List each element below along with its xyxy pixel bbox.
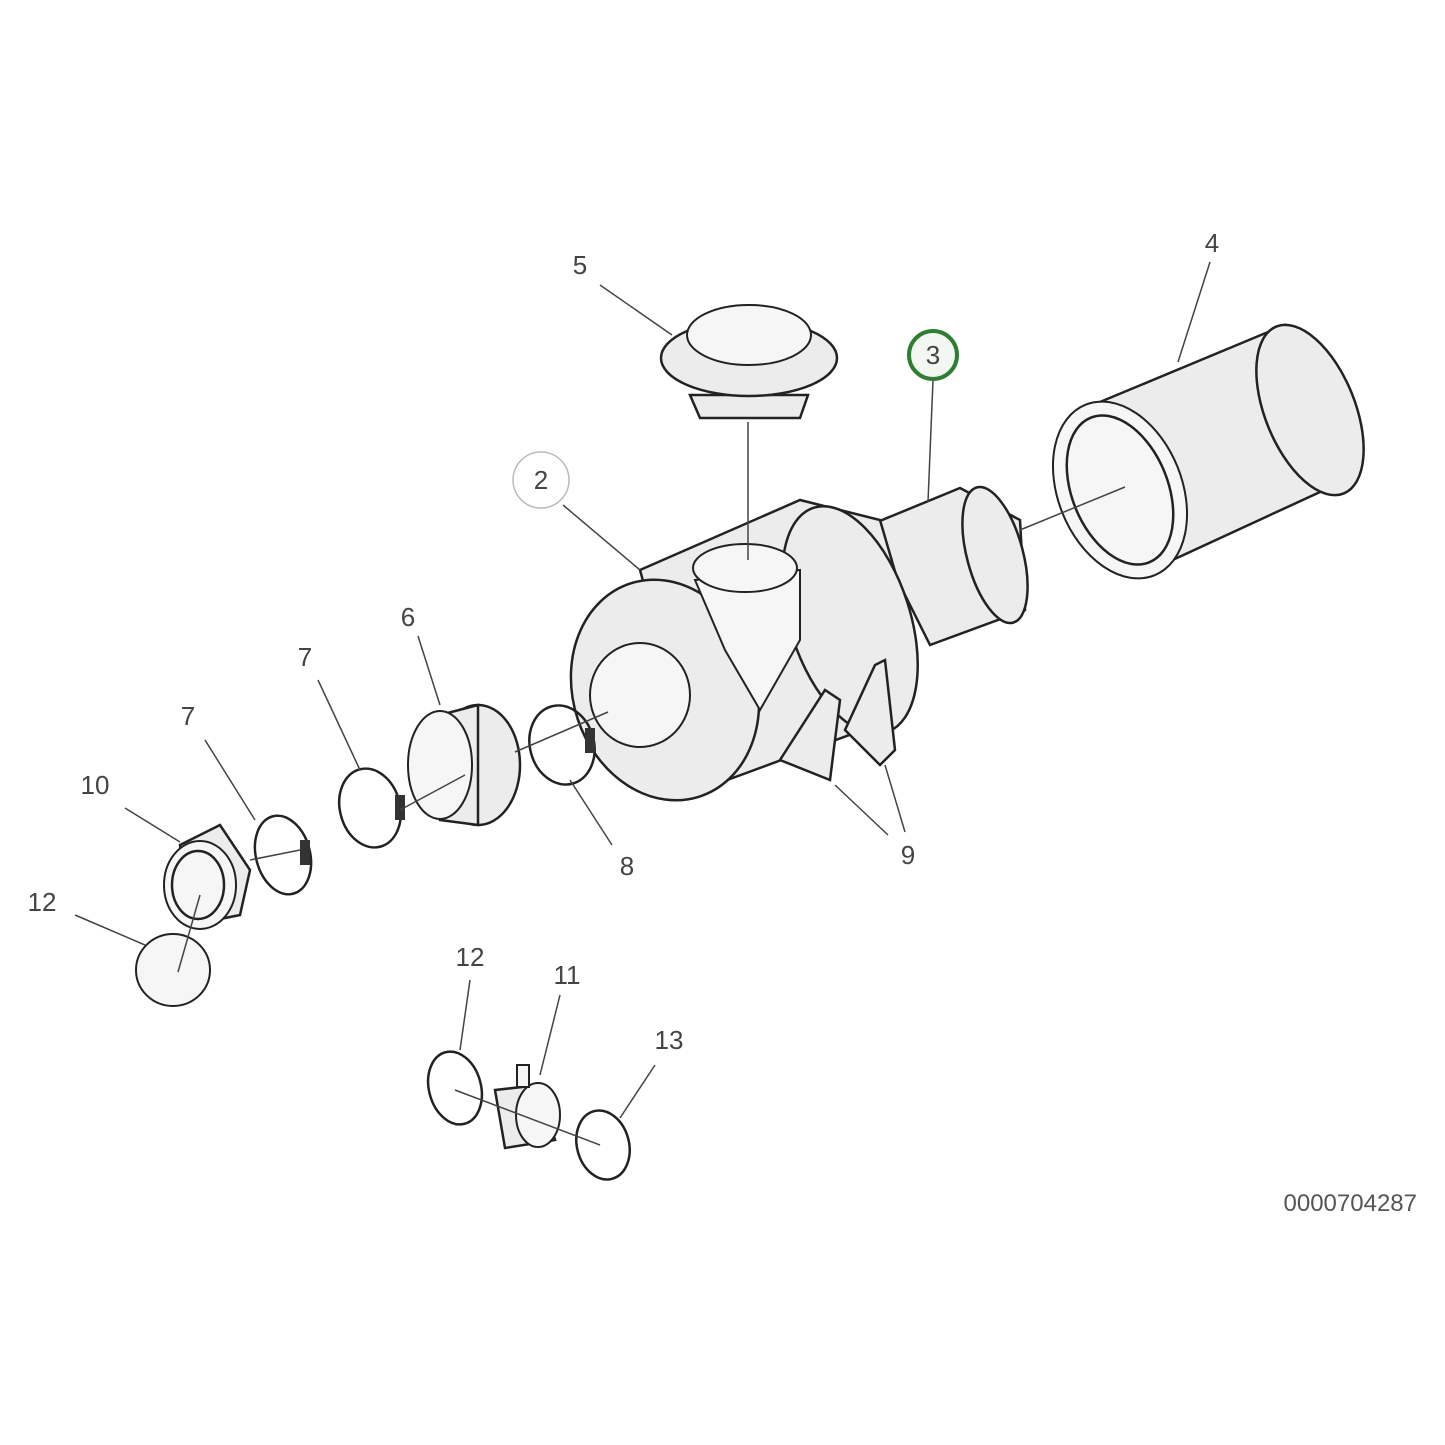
- part-13-clamp[interactable]: [569, 1104, 637, 1185]
- callout-5[interactable]: 5: [573, 250, 587, 280]
- leader-lines: [74, 261, 1211, 1119]
- callout-12a[interactable]: 12: [28, 887, 57, 917]
- callout-8[interactable]: 8: [620, 851, 634, 881]
- callout-13[interactable]: 13: [655, 1025, 684, 1055]
- part-10-elbow[interactable]: [163, 823, 252, 930]
- callout-3[interactable]: 3: [926, 340, 940, 370]
- callout-3-highlight-ring: [907, 329, 959, 381]
- document-number: 0000704287: [1283, 1190, 1417, 1217]
- callout-4[interactable]: 4: [1205, 228, 1219, 258]
- part-4-filter-element[interactable]: [1028, 310, 1385, 599]
- callout-9[interactable]: 9: [901, 840, 915, 870]
- part-12-clamp-b[interactable]: [420, 1046, 489, 1131]
- callout-10[interactable]: 10: [81, 770, 110, 800]
- callout-2[interactable]: 2: [534, 465, 548, 495]
- part-2-air-cleaner-housing[interactable]: [543, 489, 944, 825]
- part-7-clamp-a[interactable]: [331, 762, 410, 855]
- callout-6[interactable]: 6: [401, 602, 415, 632]
- callout-7b[interactable]: 7: [181, 701, 195, 731]
- part-6-adapter[interactable]: [407, 703, 522, 827]
- callout-2-ring: [512, 451, 570, 509]
- part-12-cap-a[interactable]: [135, 933, 211, 1007]
- part-3-safety-element[interactable]: [868, 480, 1040, 647]
- part-7-clamp-b[interactable]: [247, 809, 320, 900]
- part-11-valve-housing[interactable]: [493, 1064, 561, 1150]
- callout-11[interactable]: 11: [554, 960, 581, 990]
- callout-12b[interactable]: 12: [456, 942, 485, 972]
- part-5-rain-cap[interactable]: [659, 304, 839, 420]
- callout-7a[interactable]: 7: [298, 642, 312, 672]
